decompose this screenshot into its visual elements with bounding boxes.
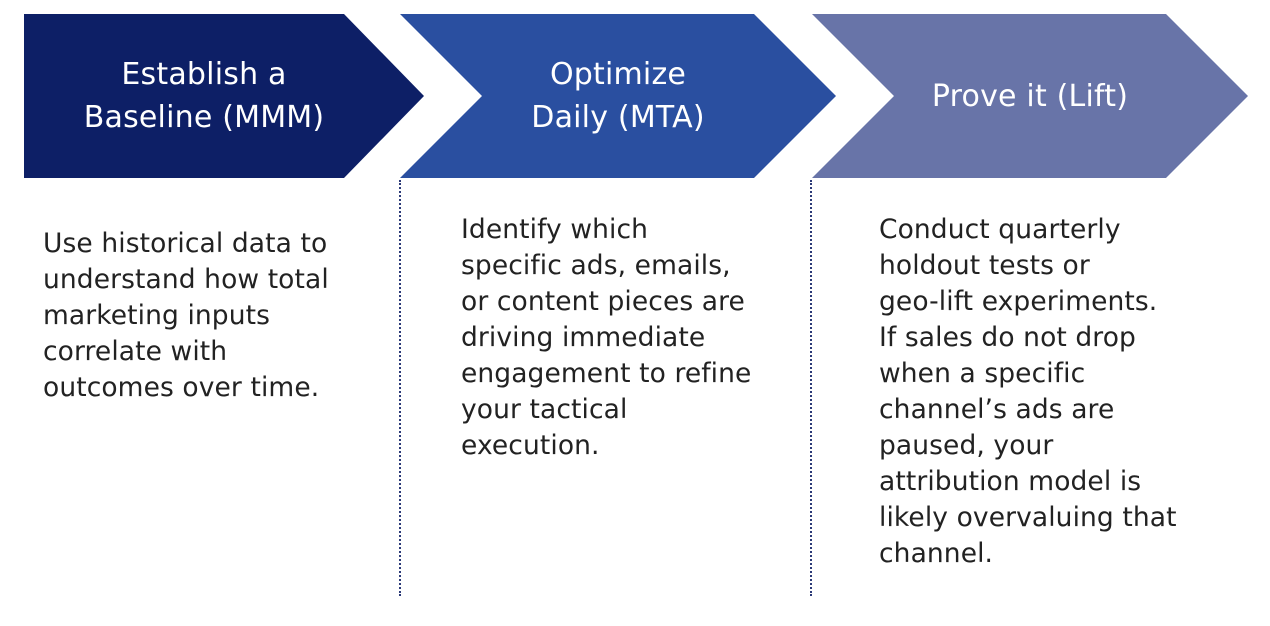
step-1-chevron xyxy=(24,14,424,178)
step-3-description: Conduct quarterly holdout tests or geo-l… xyxy=(879,214,1177,569)
divider-1 xyxy=(399,180,401,596)
step-3-title: Prove it (Lift) xyxy=(931,78,1129,114)
step-2-title: Optimize Daily (MTA) xyxy=(531,57,705,135)
divider-2 xyxy=(810,180,812,596)
step-2-chevron xyxy=(400,14,836,178)
step-1-description: Use historical data to understand how to… xyxy=(43,228,329,403)
step-1-title: Establish a Baseline (MMM) xyxy=(83,57,325,135)
step-2-description: Identify which specific ads, emails, or … xyxy=(461,214,752,461)
step-3-chevron xyxy=(812,14,1248,178)
